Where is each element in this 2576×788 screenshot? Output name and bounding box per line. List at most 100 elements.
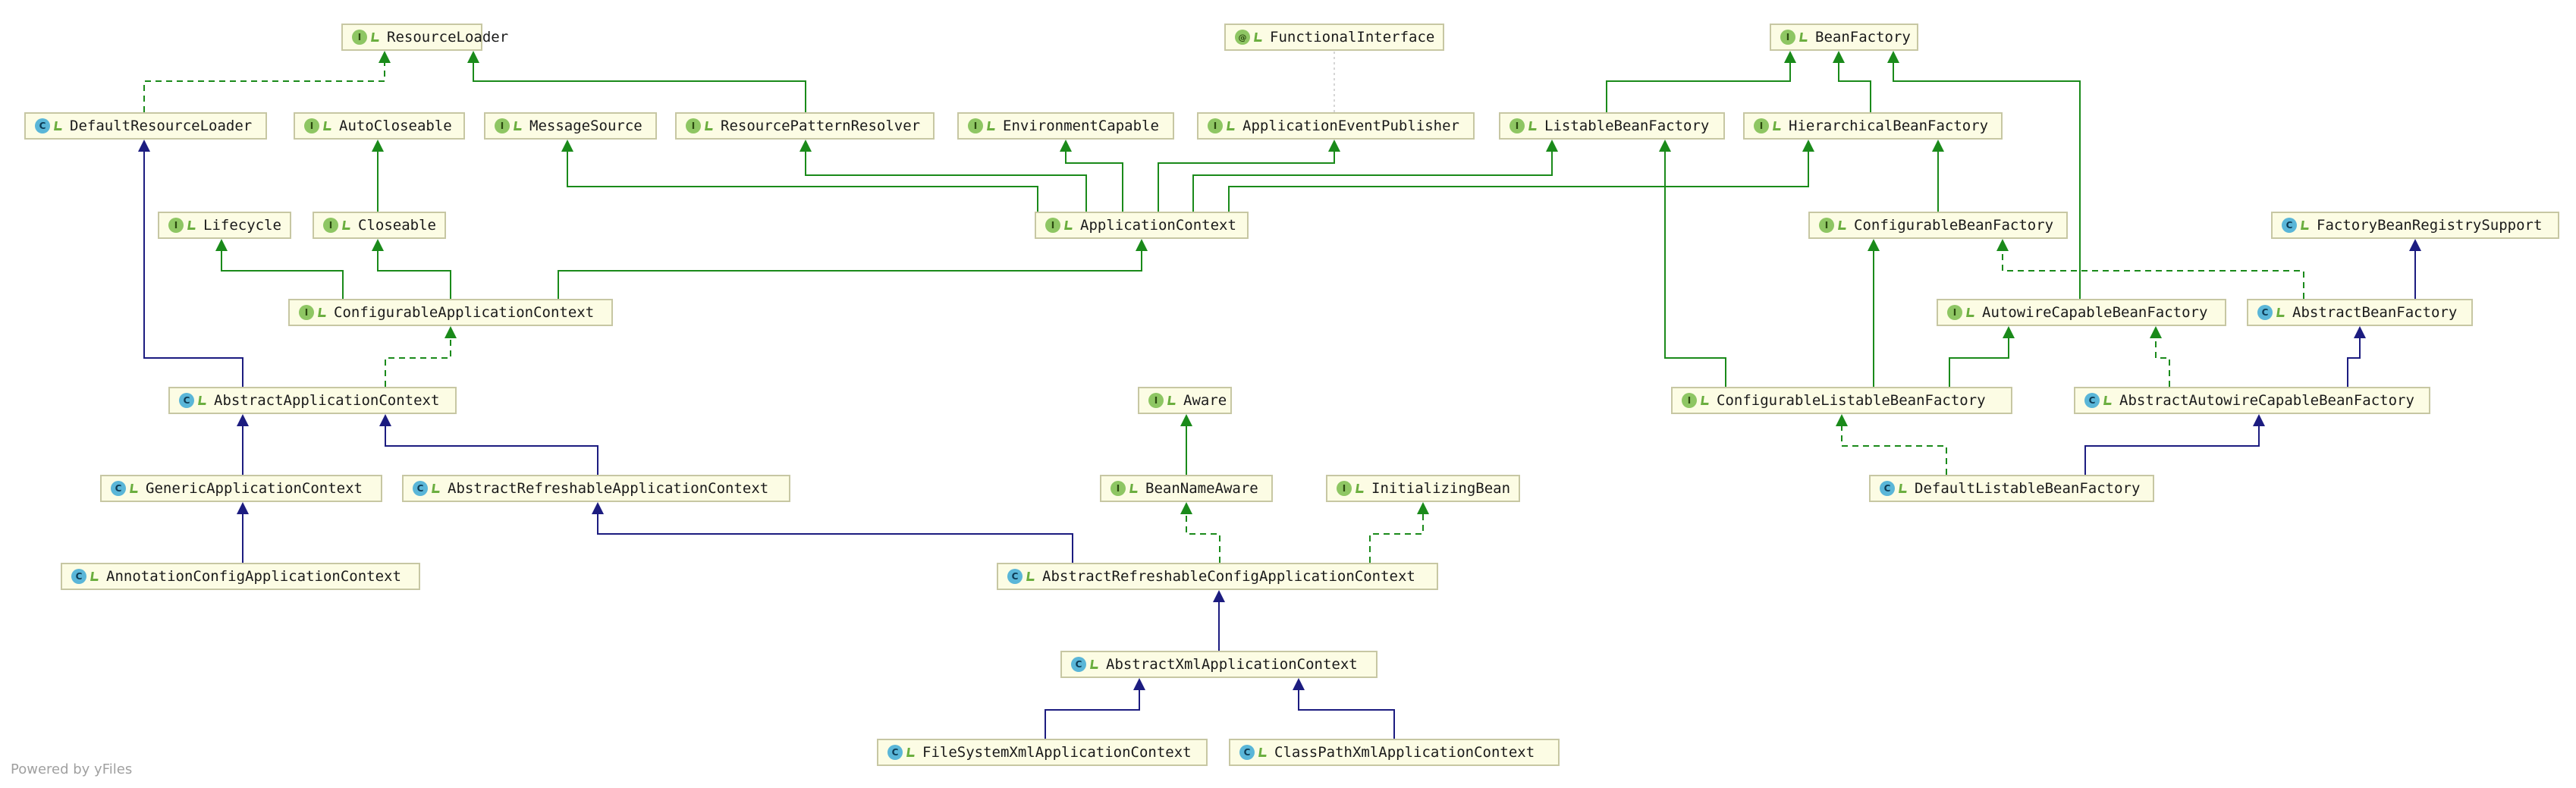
node-label: FunctionalInterface — [1270, 29, 1435, 46]
interface-badge-icon: I — [1208, 118, 1223, 133]
arrowhead-icon — [379, 414, 391, 426]
node-functional-interface[interactable]: @FunctionalInterface — [1224, 24, 1444, 51]
arrowhead-icon — [592, 502, 604, 514]
class-badge-icon: C — [1007, 569, 1023, 584]
edge-default-listable-bean-factory-to-configurable-listable-bean-factory — [1841, 425, 1947, 475]
interface-badge-icon: I — [1148, 393, 1164, 408]
public-visibility-icon — [54, 121, 63, 130]
arrowhead-icon — [1180, 414, 1192, 426]
public-visibility-icon — [1966, 308, 1975, 317]
node-auto-closeable[interactable]: I AutoCloseable — [294, 112, 465, 140]
interface-badge-icon: I — [1819, 218, 1834, 233]
class-badge-icon: C — [2257, 305, 2273, 320]
public-visibility-icon — [2301, 221, 2310, 230]
arrowhead-icon — [2003, 326, 2015, 338]
edge-abstract-bean-factory-to-configurable-bean-factory — [2002, 250, 2304, 299]
class-badge-icon: C — [71, 569, 86, 584]
arrowhead-icon — [1932, 140, 1944, 152]
interface-badge-icon: I — [168, 218, 184, 233]
node-label: MessageSource — [529, 118, 642, 134]
public-visibility-icon — [1167, 396, 1176, 405]
interface-badge-icon: I — [1947, 305, 1962, 320]
public-visibility-icon — [1528, 121, 1538, 130]
node-label: AutoCloseable — [339, 118, 452, 134]
node-message-source[interactable]: I MessageSource — [484, 112, 657, 140]
node-aware[interactable]: I Aware — [1138, 387, 1232, 414]
edge-application-context-to-message-source — [567, 150, 1038, 212]
public-visibility-icon — [1090, 660, 1099, 669]
node-label: AbstractApplicationContext — [214, 392, 440, 409]
class-badge-icon: C — [887, 745, 903, 760]
public-visibility-icon — [1064, 221, 1073, 230]
node-label: Aware — [1183, 392, 1227, 409]
node-label: HierarchicalBeanFactory — [1789, 118, 1989, 134]
edge-configurable-application-context-to-closeable — [377, 250, 451, 299]
edge-application-context-to-application-event-publisher — [1158, 150, 1335, 212]
public-visibility-icon — [323, 121, 332, 130]
arrowhead-icon — [1784, 51, 1796, 63]
node-default-resource-loader[interactable]: C DefaultResourceLoader — [24, 112, 267, 140]
public-visibility-icon — [1356, 484, 1365, 493]
interface-badge-icon: I — [304, 118, 319, 133]
node-factory-bean-registry-support[interactable]: C FactoryBeanRegistrySupport — [2271, 212, 2559, 239]
public-visibility-icon — [514, 121, 523, 130]
arrowhead-icon — [1060, 140, 1072, 152]
public-visibility-icon — [342, 221, 351, 230]
edge-abstract-refreshable-application-context-to-abstract-application-context — [385, 425, 598, 475]
public-visibility-icon — [1258, 748, 1268, 757]
class-badge-icon: C — [35, 118, 50, 133]
class-badge-icon: C — [2282, 218, 2297, 233]
arrowhead-icon — [215, 239, 228, 251]
public-visibility-icon — [906, 748, 916, 757]
node-label: DefaultResourceLoader — [70, 118, 253, 134]
public-visibility-icon — [1254, 33, 1263, 42]
node-label: Lifecycle — [203, 217, 281, 234]
node-label: ResourcePatternResolver — [721, 118, 921, 134]
edge-application-context-to-environment-capable — [1065, 150, 1123, 212]
node-configurable-application-context[interactable]: I ConfigurableApplicationContext — [288, 299, 613, 326]
node-label: AbstractRefreshableConfigApplicationCont… — [1042, 568, 1415, 585]
node-label: FactoryBeanRegistrySupport — [2317, 217, 2543, 234]
node-label: ApplicationEventPublisher — [1242, 118, 1459, 134]
arrowhead-icon — [1133, 678, 1145, 690]
node-abstract-refreshable-config-application-context[interactable]: C AbstractRefreshableConfigApplicationCon… — [997, 563, 1438, 590]
node-label: AbstractRefreshableApplicationContext — [448, 480, 769, 497]
interface-badge-icon: I — [299, 305, 314, 320]
arrowhead-icon — [1546, 140, 1558, 152]
arrowhead-icon — [1887, 51, 1899, 63]
interface-badge-icon: I — [1045, 218, 1060, 233]
interface-badge-icon: I — [1337, 481, 1352, 496]
node-label: ClassPathXmlApplicationContext — [1274, 744, 1535, 761]
node-application-event-publisher[interactable]: I ApplicationEventPublisher — [1197, 112, 1475, 140]
public-visibility-icon — [1799, 33, 1808, 42]
interface-badge-icon: I — [1780, 30, 1795, 45]
edge-abstract-autowire-capable-bean-factory-to-autowire-capable-bean-factory — [2155, 337, 2170, 387]
node-lifecycle[interactable]: I Lifecycle — [158, 212, 291, 239]
node-label: ConfigurableApplicationContext — [334, 304, 595, 321]
interface-badge-icon: I — [495, 118, 510, 133]
